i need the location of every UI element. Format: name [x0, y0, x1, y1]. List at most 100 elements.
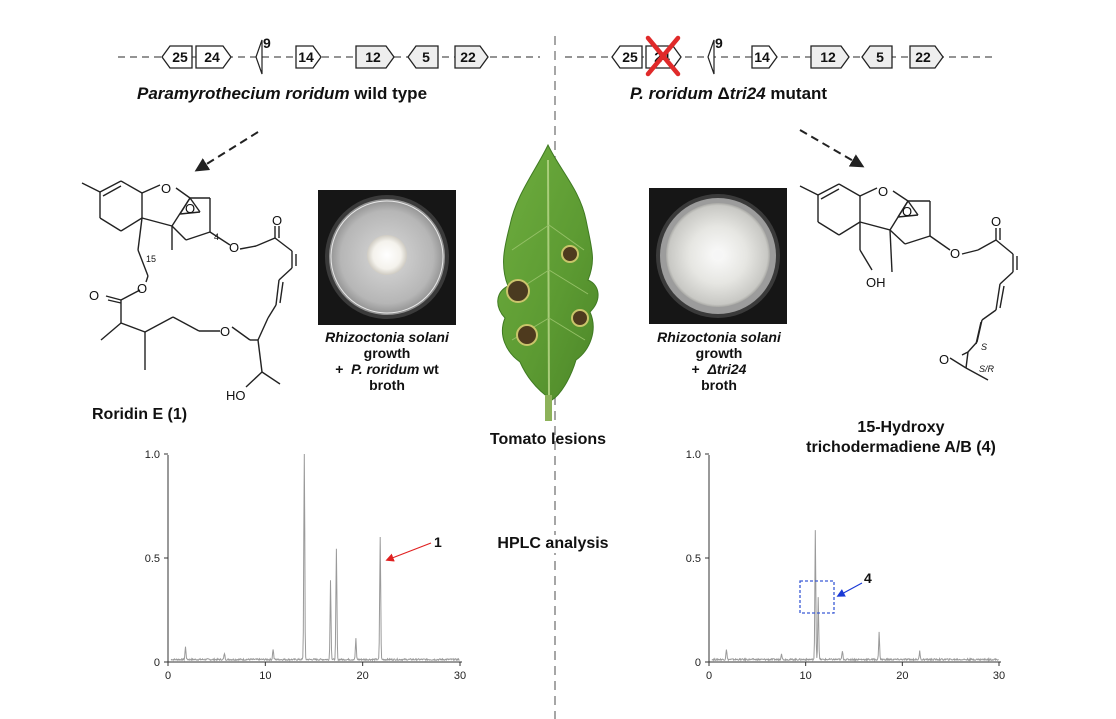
plate-species: Rhizoctonia solani: [325, 329, 449, 345]
chromatogram-trace: [170, 453, 460, 662]
svg-text:O: O: [939, 352, 949, 367]
petri-dish-wt-photo: [318, 190, 456, 325]
gene-25: 25: [161, 45, 193, 69]
svg-text:25: 25: [622, 49, 638, 65]
compound-4-name: 15-Hydroxy trichodermadiene A/B (4): [786, 418, 1016, 458]
right-gene-cluster: 25 24 9 14 12 5 22: [565, 35, 992, 77]
svg-text:O: O: [89, 288, 99, 303]
svg-text:S/R: S/R: [979, 364, 995, 374]
compound-4-line1: 15-Hydroxy: [857, 419, 945, 436]
plate-caption-mutant: Rhizoctonia solani growth + Δtri24 broth: [638, 329, 800, 393]
right-pathway-arrow: [799, 129, 865, 168]
plate-broth: broth: [701, 377, 737, 393]
x-tick-label: 30: [993, 670, 1005, 682]
left-panel-caption: Paramyrothecium roridum wild type: [137, 84, 427, 104]
svg-text:24: 24: [204, 49, 220, 65]
gene-5: 5: [407, 45, 439, 69]
x-tick-label: 0: [706, 670, 712, 682]
x-tick-label: 10: [259, 670, 271, 682]
compound-1-name: Roridin E (1): [92, 406, 188, 423]
roridin-e-structure: [81, 180, 297, 388]
peak-1-arrow: [385, 542, 432, 562]
svg-text:O: O: [229, 240, 239, 255]
gene-22-mutant: 22: [909, 45, 944, 69]
left-pathway-arrow: [194, 131, 259, 172]
svg-text:5: 5: [876, 49, 884, 65]
petri-dish-mutant-photo: [649, 188, 787, 324]
left-gene-cluster: 25 24 9 14 12 5 22: [118, 35, 540, 75]
gene-14-mutant: 14: [751, 45, 778, 69]
x-tick-label: 20: [896, 670, 908, 682]
right-panel-caption: P. roridum Δtri24 mutant: [630, 84, 827, 104]
organism-name: P. roridum: [630, 84, 713, 103]
svg-text:9: 9: [715, 35, 723, 51]
plate-growth: growth: [363, 345, 411, 361]
svg-text:O: O: [272, 213, 282, 228]
gene-25-mutant: 25: [611, 45, 643, 69]
gene-5-mutant: 5: [861, 45, 893, 69]
svg-text:25: 25: [172, 49, 188, 65]
y-tick-label: 1.0: [145, 449, 160, 461]
svg-text:S: S: [981, 342, 987, 352]
gene-14: 14: [295, 45, 322, 69]
hplc-chart-right: 0 10 20 30 0 0.5 1.0: [686, 449, 1005, 682]
svg-text:O: O: [161, 181, 171, 196]
y-tick-label: 0.5: [686, 553, 701, 565]
svg-text:O: O: [137, 281, 147, 296]
svg-text:22: 22: [460, 49, 476, 65]
trichodermadiene-atom-labels: O O O O O OH S S/R: [866, 184, 1001, 374]
compound-4-line2: trichodermadiene A/B (4): [806, 439, 996, 456]
peak-4-arrow: [836, 582, 863, 597]
svg-text:12: 12: [365, 49, 381, 65]
svg-text:OH: OH: [866, 275, 886, 290]
y-tick-label: 1.0: [686, 449, 701, 461]
x-tick-label: 10: [800, 670, 812, 682]
peak-4-highlight-box: [799, 580, 835, 614]
svg-text:O: O: [185, 201, 195, 216]
svg-text:22: 22: [915, 49, 931, 65]
tomato-leaf-photo: [497, 143, 599, 421]
svg-text:O: O: [950, 246, 960, 261]
y-tick-label: 0.5: [145, 553, 160, 565]
x-tick-label: 20: [357, 670, 369, 682]
y-tick-label: 0: [154, 657, 160, 669]
svg-text:5: 5: [422, 49, 430, 65]
svg-text:12: 12: [820, 49, 836, 65]
svg-text:O: O: [220, 324, 230, 339]
svg-text:14: 14: [754, 49, 770, 65]
chromatogram-trace: [711, 530, 999, 662]
gene-24-deleted: 24: [645, 35, 682, 77]
plate-growth: growth: [695, 345, 743, 361]
gene-12: 12: [355, 45, 395, 69]
x-tick-label: 0: [165, 670, 171, 682]
delta-symbol: Δ: [712, 84, 730, 103]
svg-text:O: O: [991, 214, 1001, 229]
plate-broth: broth: [369, 377, 405, 393]
leaf-caption: Tomato lesions: [489, 431, 607, 448]
y-tick-label: 0: [695, 657, 701, 669]
organism-name: Paramyrothecium roridum: [137, 84, 350, 103]
strain-type: mutant: [765, 84, 828, 103]
hplc-chart-left: 0 10 20 30 0 0.5 1.0: [145, 449, 466, 682]
hplc-caption: HPLC analysis: [478, 535, 628, 553]
gene-22: 22: [454, 45, 489, 69]
gene-12-mutant: 12: [810, 45, 850, 69]
plate-species: Rhizoctonia solani: [657, 329, 781, 345]
svg-text:9: 9: [263, 35, 271, 51]
peak-1-label: 1: [434, 534, 442, 550]
svg-text:14: 14: [298, 49, 314, 65]
svg-text:O: O: [902, 204, 912, 219]
plate-caption-wt: Rhizoctonia solani growth + P. roridum w…: [306, 329, 468, 393]
knockout-x-icon: [645, 35, 681, 77]
strain-type: wild type: [349, 84, 428, 103]
peak-4-label: 4: [864, 570, 872, 586]
svg-text:4: 4: [214, 232, 219, 242]
x-tick-label: 30: [454, 670, 466, 682]
gene-name: tri24: [729, 84, 766, 103]
svg-text:O: O: [878, 184, 888, 199]
roridin-e-atom-labels: O O O O O O O HO 15 4: [89, 181, 282, 403]
gene-9-mutant: 9: [707, 35, 723, 75]
svg-text:15: 15: [146, 254, 156, 264]
